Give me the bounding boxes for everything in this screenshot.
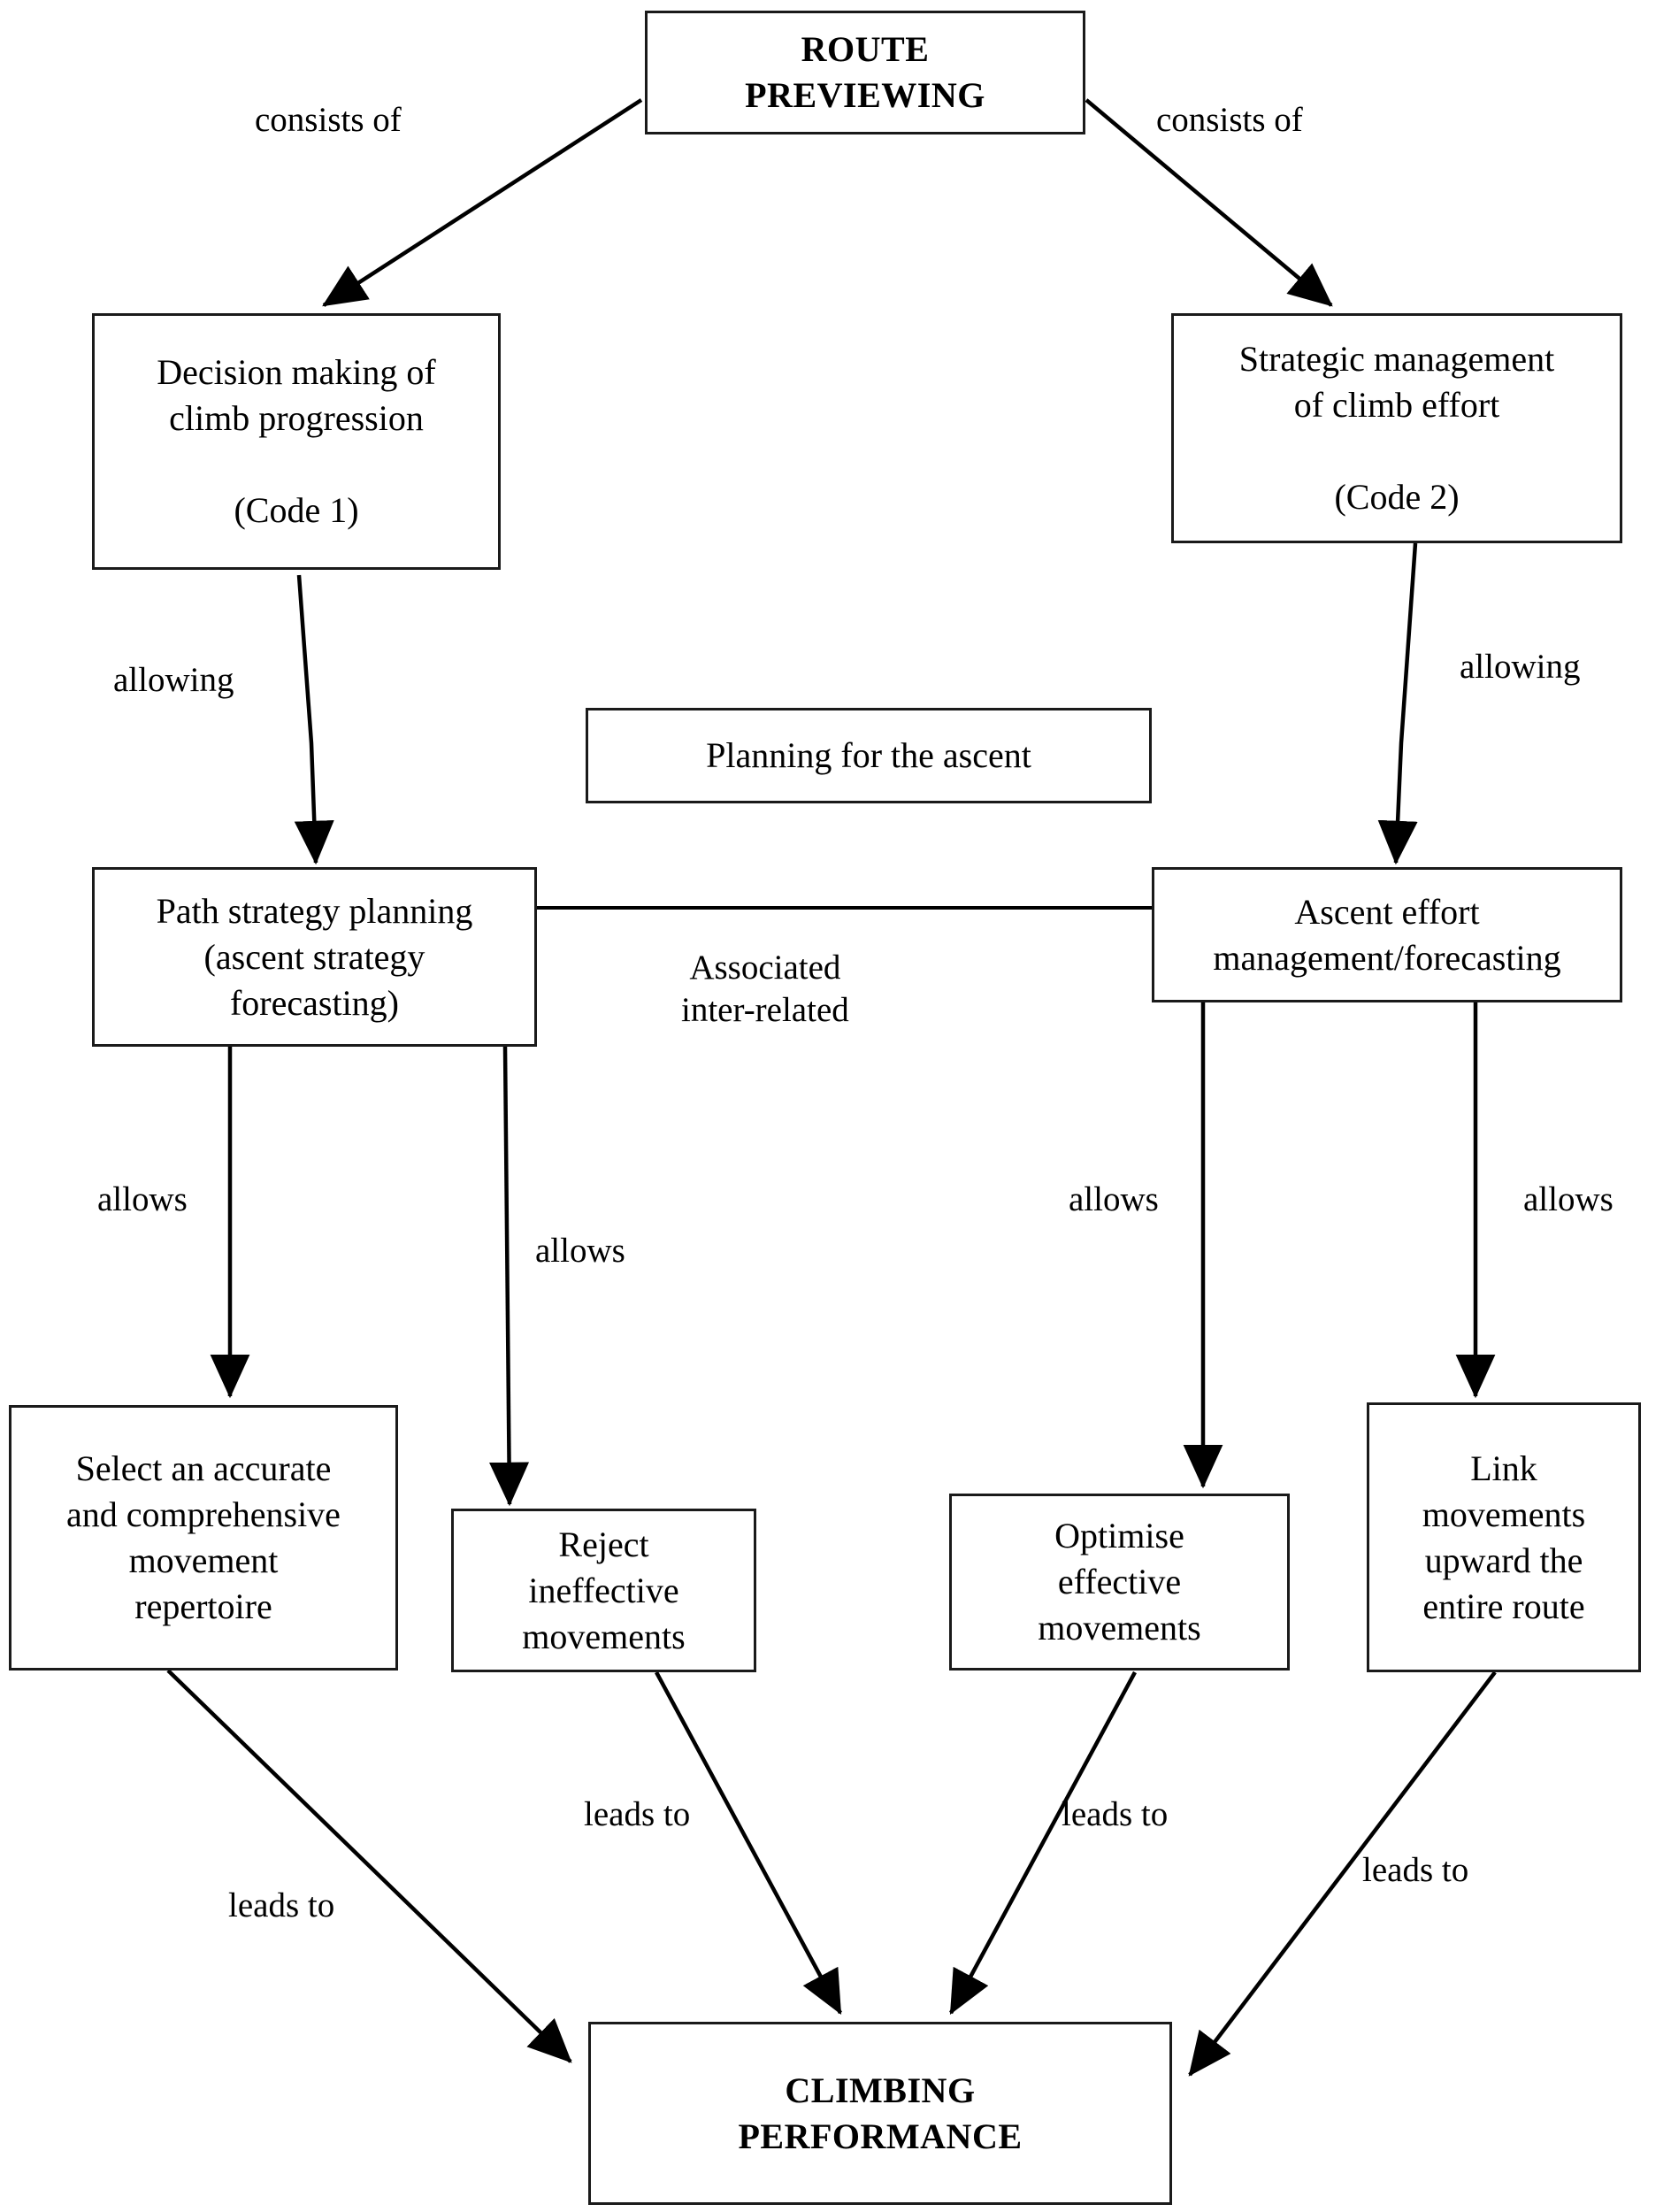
node-decision-making-label: Decision making of climb progression (Co… bbox=[157, 352, 436, 530]
node-link-movements-upward[interactable]: Link movements upward the entire route bbox=[1367, 1402, 1641, 1672]
node-planning-for-ascent[interactable]: Planning for the ascent bbox=[586, 708, 1152, 803]
edge-label-allows-3: allows bbox=[1069, 1180, 1159, 1218]
node-reject-ineffective-movements[interactable]: Reject ineffective movements bbox=[451, 1509, 756, 1672]
node-decision-making[interactable]: Decision making of climb progression (Co… bbox=[92, 313, 501, 570]
edge-label-leads-to-4: leads to bbox=[1362, 1851, 1469, 1889]
edge-select-to-performance bbox=[166, 1669, 572, 2063]
edge-label-leads-to-3: leads to bbox=[1062, 1795, 1169, 1833]
node-strategic-management-label: Strategic management of climb effort (Co… bbox=[1238, 339, 1555, 517]
edge-label-allowing-right: allowing bbox=[1460, 648, 1581, 686]
node-climbing-performance-label: CLIMBING PERFORMANCE bbox=[738, 2070, 1023, 2156]
node-route-previewing[interactable]: ROUTE PREVIEWING bbox=[645, 11, 1085, 134]
edge-label-consists-of-right: consists of bbox=[1156, 101, 1303, 139]
node-optimise-effective-movements-label: Optimise effective movements bbox=[1038, 1516, 1201, 1647]
edge-label-leads-to-1: leads to bbox=[228, 1886, 335, 1924]
node-route-previewing-label: ROUTE PREVIEWING bbox=[745, 29, 985, 115]
edge-label-leads-to-2: leads to bbox=[584, 1795, 691, 1833]
node-strategic-management[interactable]: Strategic management of climb effort (Co… bbox=[1171, 313, 1622, 543]
edge-strategic-to-ascent bbox=[1377, 542, 1418, 865]
edge-label-allows-2: allows bbox=[535, 1232, 625, 1270]
edge-optimise-to-performance bbox=[949, 1671, 1137, 2015]
node-select-movement-repertoire-label: Select an accurate and comprehensive mov… bbox=[66, 1448, 341, 1626]
edge-reject-to-performance bbox=[655, 1671, 842, 2015]
node-path-strategy-planning[interactable]: Path strategy planning (ascent strategy … bbox=[92, 867, 537, 1047]
node-reject-ineffective-movements-label: Reject ineffective movements bbox=[522, 1524, 686, 1656]
edge-label-allows-1: allows bbox=[97, 1180, 188, 1218]
node-ascent-effort-management-label: Ascent effort management/forecasting bbox=[1213, 891, 1561, 978]
node-planning-for-ascent-label: Planning for the ascent bbox=[706, 735, 1031, 775]
edge-decision-to-path bbox=[294, 574, 334, 865]
node-climbing-performance[interactable]: CLIMBING PERFORMANCE bbox=[588, 2022, 1172, 2205]
node-ascent-effort-management[interactable]: Ascent effort management/forecasting bbox=[1152, 867, 1622, 1002]
edge-label-consists-of-left: consists of bbox=[255, 101, 402, 139]
edge-label-associated-inter-related: Associated inter-related bbox=[681, 949, 849, 1029]
edge-label-allows-4: allows bbox=[1523, 1180, 1614, 1218]
edge-label-allowing-left: allowing bbox=[113, 661, 234, 699]
node-select-movement-repertoire[interactable]: Select an accurate and comprehensive mov… bbox=[9, 1405, 398, 1671]
node-optimise-effective-movements[interactable]: Optimise effective movements bbox=[949, 1494, 1290, 1671]
node-path-strategy-planning-label: Path strategy planning (ascent strategy … bbox=[156, 890, 473, 1023]
node-link-movements-upward-label: Link movements upward the entire route bbox=[1422, 1448, 1586, 1626]
edge-path-to-reject bbox=[489, 1046, 530, 1507]
